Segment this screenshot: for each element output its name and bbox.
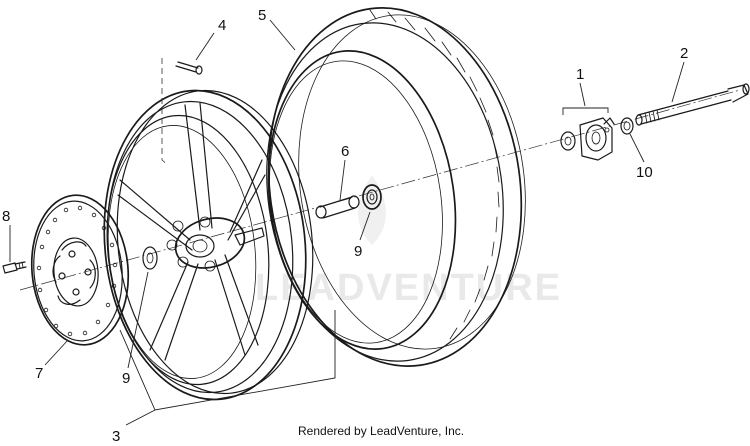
valve-stem: [161, 58, 203, 166]
cast-wheel: [103, 89, 314, 401]
brake-disc: [30, 194, 130, 346]
callout-5: 5: [258, 7, 266, 24]
axle: [635, 83, 750, 126]
callout-9-right: 9: [354, 243, 362, 260]
callout-6: 6: [341, 143, 349, 160]
bracket-3: [119, 310, 336, 411]
callouts: 1 2 3 4 5 6 7 8 9 9 10: [2, 7, 688, 445]
bearing: [362, 184, 382, 210]
callout-10: 10: [636, 164, 653, 181]
callout-4: 4: [218, 17, 226, 34]
tire: [266, 7, 526, 367]
speedometer-drive: [560, 117, 615, 161]
callout-9-left: 9: [122, 370, 130, 387]
callout-7: 7: [35, 365, 43, 382]
spacer: [315, 195, 360, 219]
bracket-1: [562, 107, 609, 115]
axle-centerline: [19, 89, 741, 291]
leader-lines: [9, 19, 685, 426]
callout-8: 8: [2, 208, 10, 225]
washer: [620, 117, 634, 135]
render-credit: Rendered by LeadVenture, Inc.: [298, 424, 465, 438]
disc-bolt: [2, 261, 27, 274]
callout-3: 3: [112, 428, 120, 445]
callout-1: 1: [576, 66, 584, 83]
callout-2: 2: [680, 45, 688, 62]
